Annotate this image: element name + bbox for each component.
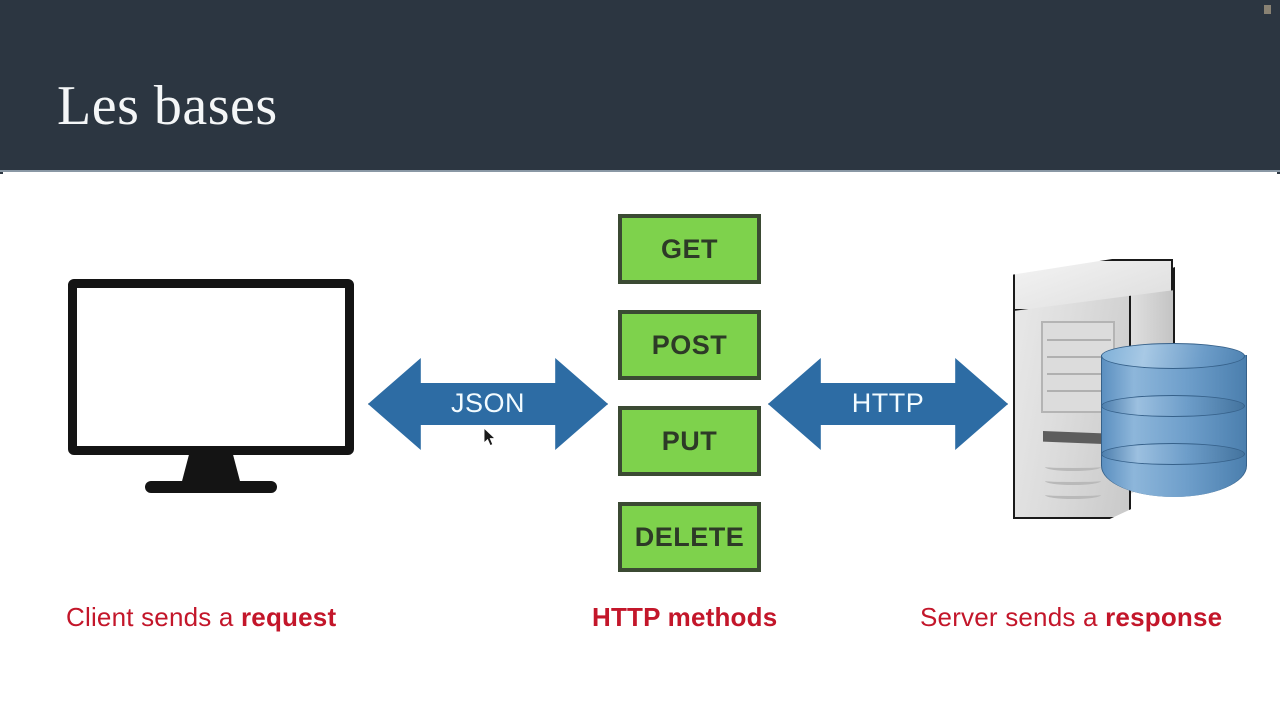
monitor-stand-neck <box>181 453 241 485</box>
methods-caption: HTTP methods <box>592 602 778 632</box>
client-caption-prefix: Client sends a <box>66 602 241 632</box>
server-caption-prefix: Server sends a <box>920 602 1106 632</box>
http-arrow: HTTP <box>768 358 1008 450</box>
method-label-post: POST <box>651 329 728 360</box>
server-optical-drive <box>1043 431 1103 444</box>
server-slot <box>1047 373 1111 375</box>
server-caption: Server sends a response <box>920 602 1222 633</box>
json-arrow-label: JSON <box>450 388 525 418</box>
database-cylinder-icon <box>1101 339 1247 511</box>
method-box-delete[interactable]: DELETE <box>618 502 761 572</box>
server-caption-emphasis: response <box>1105 602 1223 632</box>
slide-header: Les bases <box>0 0 1280 172</box>
method-box-put[interactable]: PUT <box>618 406 761 476</box>
corner-marker-icon <box>1264 5 1271 14</box>
database-ring <box>1101 443 1245 465</box>
client-caption-emphasis: request <box>240 602 337 632</box>
database-top-disc <box>1101 343 1245 369</box>
database-body <box>1101 355 1247 497</box>
method-box-post[interactable]: POST <box>618 310 761 380</box>
page-title: Les bases <box>57 75 278 137</box>
method-label-get: GET <box>660 233 718 264</box>
monitor-stand-base <box>145 481 277 493</box>
method-box-get[interactable]: GET <box>618 214 761 284</box>
desktop-monitor-icon <box>68 279 354 493</box>
method-label-put: PUT <box>661 425 718 456</box>
server-vent <box>1045 491 1101 499</box>
http-arrow-label: HTTP <box>851 388 925 418</box>
server-vent <box>1045 477 1101 485</box>
server-vent <box>1045 463 1101 471</box>
database-ring <box>1101 395 1245 417</box>
mouse-pointer-icon <box>484 428 497 447</box>
server-database-icon <box>1005 259 1247 529</box>
monitor-screen <box>68 279 354 455</box>
method-label-delete: DELETE <box>634 521 745 552</box>
diagram-canvas: JSON GET POST PUT DELETE HTTP <box>0 174 1280 720</box>
http-methods-stack: GET POST PUT DELETE <box>618 214 761 598</box>
client-caption: Client sends a request <box>66 602 336 633</box>
server-slot <box>1047 339 1111 341</box>
server-slot <box>1047 390 1111 392</box>
server-slot <box>1047 356 1111 358</box>
